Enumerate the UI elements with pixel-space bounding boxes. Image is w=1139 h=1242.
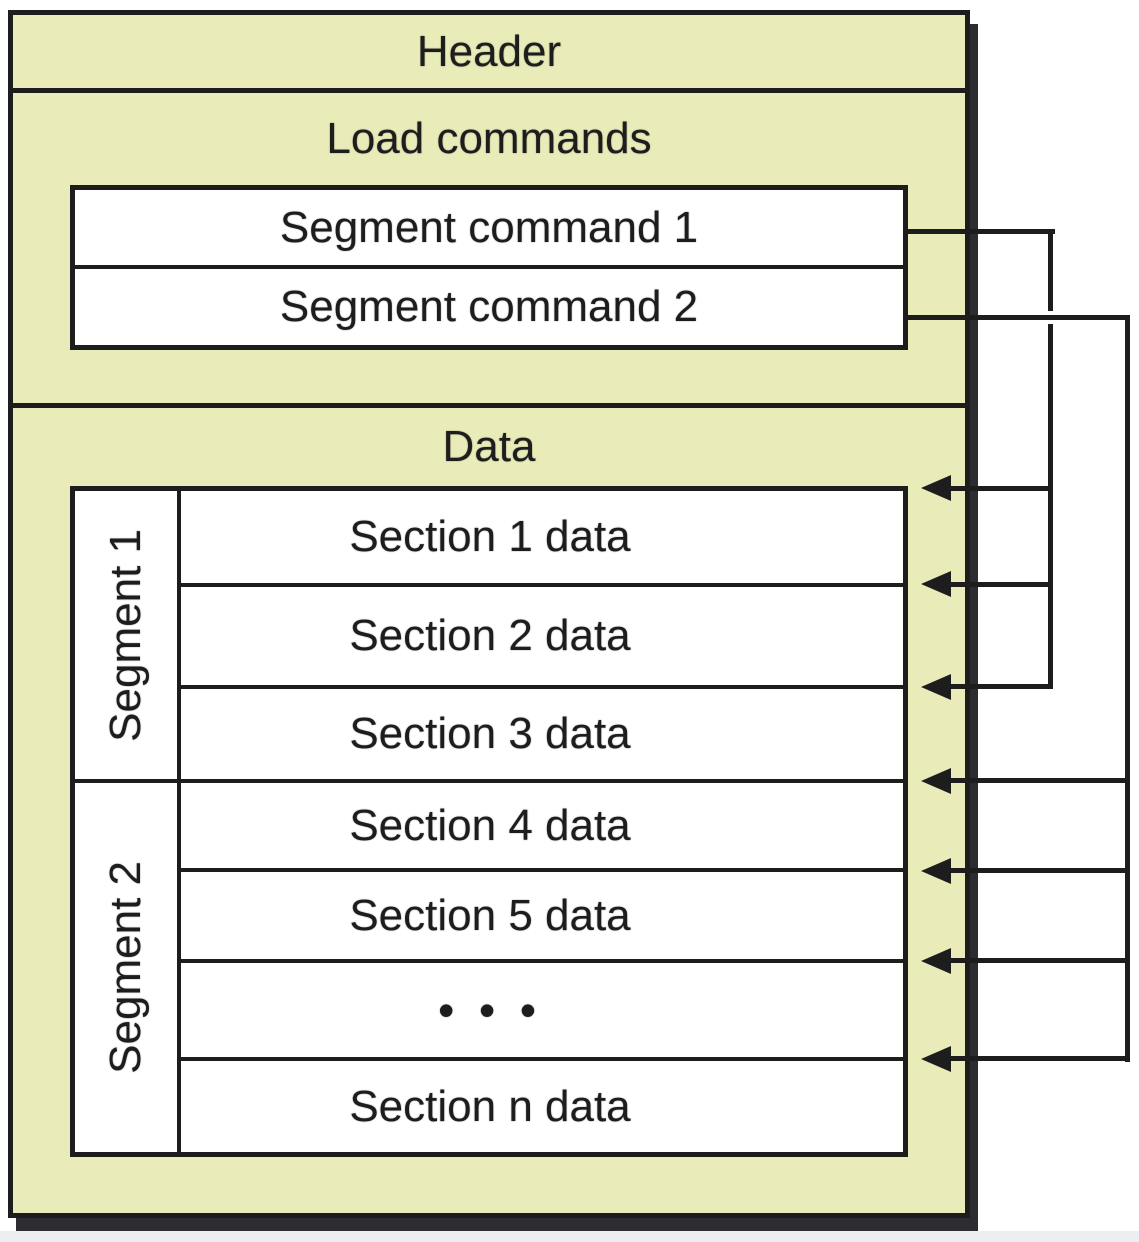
data-divider (13, 403, 965, 408)
section-divider (181, 583, 903, 587)
segment-column-divider (177, 491, 181, 1152)
arrow-shaft-section-4 (944, 778, 1130, 783)
arrowhead-icon (921, 858, 951, 884)
section-4-data-row: Section 4 data (181, 783, 903, 868)
segment-2-label: Segment 2 (101, 861, 150, 1074)
arrowhead-icon (921, 475, 951, 501)
ellipsis-label: • • • (438, 984, 542, 1036)
data-sections-box: Segment 1 Segment 2 Section 1 data Secti… (70, 486, 908, 1157)
arrow-shaft-section-1 (944, 486, 1053, 491)
section-n-data-row: Section n data (181, 1061, 903, 1152)
arrowhead-icon (921, 948, 951, 974)
file-outer-box: Header Load commands Segment command 1 S… (8, 10, 970, 1218)
section-2-data-row: Section 2 data (181, 587, 903, 685)
section-divider (181, 868, 903, 872)
section-3-data-row: Section 3 data (181, 689, 903, 779)
segment-command-1-label: Segment command 1 (279, 202, 699, 252)
page-bottom-strip (0, 1231, 1139, 1242)
load-commands-band: Load commands (13, 93, 965, 185)
arrowhead-icon (921, 674, 951, 700)
header-band: Header (13, 15, 965, 88)
section-5-data-label: Section 5 data (349, 890, 631, 940)
section-5-data-row: Section 5 data (181, 872, 903, 959)
pointer-line-segment-command-2-vertical (1125, 315, 1130, 1062)
segment-1-label-cell: Segment 1 (75, 491, 177, 779)
section-ellipsis-row: • • • (181, 963, 903, 1057)
pointer-line-segment-command-2 (908, 315, 1130, 320)
section-3-data-label: Section 3 data (349, 709, 631, 758)
segment-2-label-cell: Segment 2 (75, 783, 177, 1152)
section-2-data-label: Section 2 data (349, 611, 631, 660)
section-divider (181, 959, 903, 963)
section-4-data-label: Section 4 data (349, 800, 631, 850)
pointer-line-segment-command-1-vertical (1048, 229, 1053, 689)
load-commands-box: Segment command 1 Segment command 2 (70, 185, 908, 350)
arrow-shaft-section-3 (944, 684, 1053, 689)
arrowhead-icon (921, 571, 951, 597)
header-label: Header (416, 26, 562, 76)
load-commands-label: Load commands (326, 114, 652, 163)
arrowhead-icon (921, 768, 951, 794)
segment-command-2-row: Segment command 2 (75, 269, 903, 345)
arrowhead-icon (921, 1046, 951, 1072)
section-n-data-label: Section n data (349, 1081, 631, 1131)
header-divider (13, 88, 965, 93)
data-label: Data (442, 422, 536, 471)
arrow-shaft-section-5 (944, 868, 1130, 873)
pointer-line-segment-command-1 (908, 229, 1055, 234)
segment-1-label: Segment 1 (101, 528, 150, 742)
command-row-divider (75, 265, 903, 269)
section-divider (181, 1057, 903, 1061)
segment-command-1-row: Segment command 1 (75, 190, 903, 265)
arrow-shaft-section-2 (944, 582, 1053, 587)
section-1-data-row: Section 1 data (181, 491, 903, 583)
data-band: Data (13, 408, 965, 486)
arrow-shaft-ellipsis (944, 958, 1130, 963)
segment-command-2-label: Segment command 2 (279, 282, 699, 331)
section-divider (181, 685, 903, 689)
arrow-shaft-section-n (944, 1056, 1130, 1061)
section-1-data-label: Section 1 data (349, 512, 631, 561)
segment-boundary-divider (75, 779, 903, 783)
